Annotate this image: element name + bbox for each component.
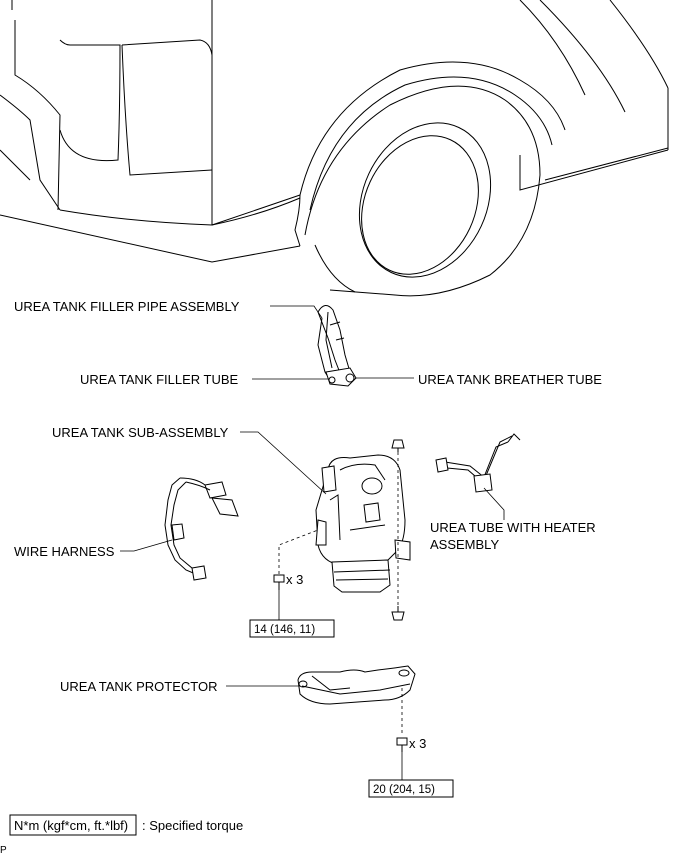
label-tube-heater-line1: UREA TUBE WITH HEATER: [430, 520, 596, 535]
label-sub-assembly: UREA TANK SUB-ASSEMBLY: [52, 425, 229, 440]
legend-unit-text: N*m (kgf*cm, ft.*lbf): [14, 818, 128, 833]
protector-bolt: [396, 737, 408, 752]
label-tube-heater-line2: ASSEMBLY: [430, 537, 499, 552]
legend-unit-box: [9, 814, 137, 836]
tank-bolt: [273, 574, 285, 590]
label-protector: UREA TANK PROTECTOR: [60, 679, 217, 694]
leader-urea-tube-heater: [483, 487, 505, 520]
tank-nut-top: [391, 439, 405, 452]
urea-tank-filler-pipe-illustration: [317, 305, 357, 387]
protector-torque-box: [368, 779, 454, 798]
leader-wire-harness: [120, 539, 173, 552]
tank-torque-box: [249, 619, 335, 638]
vehicle-body-illustration: [0, 0, 669, 297]
tank-torque-value: 14 (146, 11): [254, 624, 315, 636]
label-filler-tube: UREA TANK FILLER TUBE: [80, 372, 239, 387]
urea-tank-protector-illustration: [297, 665, 416, 705]
protector-bolt-quantity: x 3: [409, 736, 426, 751]
label-filler-pipe: UREA TANK FILLER PIPE ASSEMBLY: [14, 299, 240, 314]
tank-bolt-quantity: x 3: [286, 572, 303, 587]
leader-filler-pipe: [270, 305, 323, 319]
leader-sub-assembly: [240, 431, 327, 495]
legend-description: : Specified torque: [142, 818, 243, 833]
urea-tank-sub-assembly-illustration: [315, 454, 411, 593]
label-wire-harness: WIRE HARNESS: [14, 544, 115, 559]
urea-tube-with-heater-illustration: [435, 433, 521, 493]
label-breather-tube: UREA TANK BREATHER TUBE: [418, 372, 602, 387]
protector-torque-value: 20 (204, 15): [373, 784, 435, 796]
tank-nut-bottom: [391, 606, 405, 621]
corner-mark: P: [0, 845, 7, 855]
tank-bolt-centerline: [278, 529, 319, 574]
wire-harness-illustration: [164, 477, 239, 581]
